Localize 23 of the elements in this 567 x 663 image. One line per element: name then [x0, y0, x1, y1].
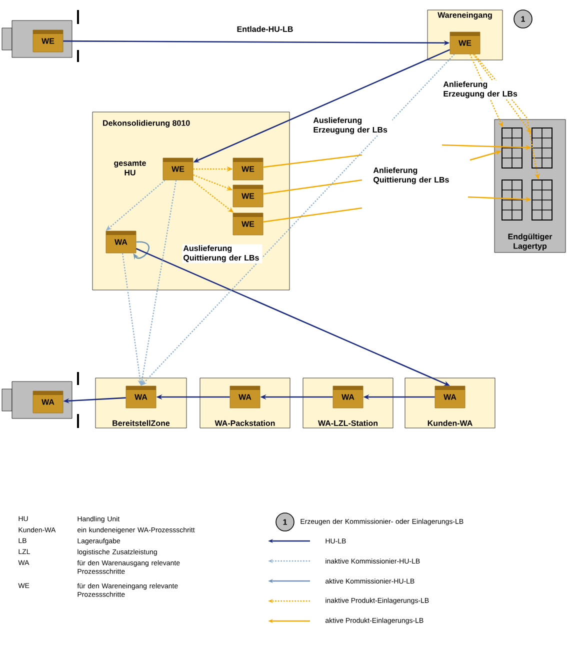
annotation: Anlieferung Erzeugung der LBs	[442, 80, 522, 100]
cargo-box: WA	[230, 386, 260, 408]
annotation: Auslieferung Quittierung der LBs	[182, 244, 262, 264]
shelf-rack	[532, 180, 552, 220]
shelf-rack	[502, 128, 522, 168]
cargo-box: WE	[232, 212, 264, 236]
cargo-box: WA	[126, 386, 156, 408]
cargo-box: WE	[162, 158, 194, 180]
annotation: Auslieferung Erzeugung der LBs	[312, 116, 392, 136]
cargo-box: WE	[232, 184, 264, 208]
shelf-rack	[502, 180, 522, 220]
annotation: Anlieferung Quittierung der LBs	[372, 166, 452, 186]
cargo-box: WE	[32, 30, 64, 52]
shelf-rack	[532, 128, 552, 168]
node-caption: gesamte HU	[114, 160, 146, 176]
cargo-box: WA	[106, 230, 136, 254]
edge-label: Entlade-HU-LB	[236, 25, 294, 33]
cargo-box: WE	[232, 158, 264, 180]
cargo-box: WA	[434, 386, 466, 408]
cargo-box: WA	[32, 390, 64, 414]
arrow	[133, 241, 150, 260]
cargo-box: WA	[332, 386, 364, 408]
cargo-box: WE	[450, 32, 480, 54]
